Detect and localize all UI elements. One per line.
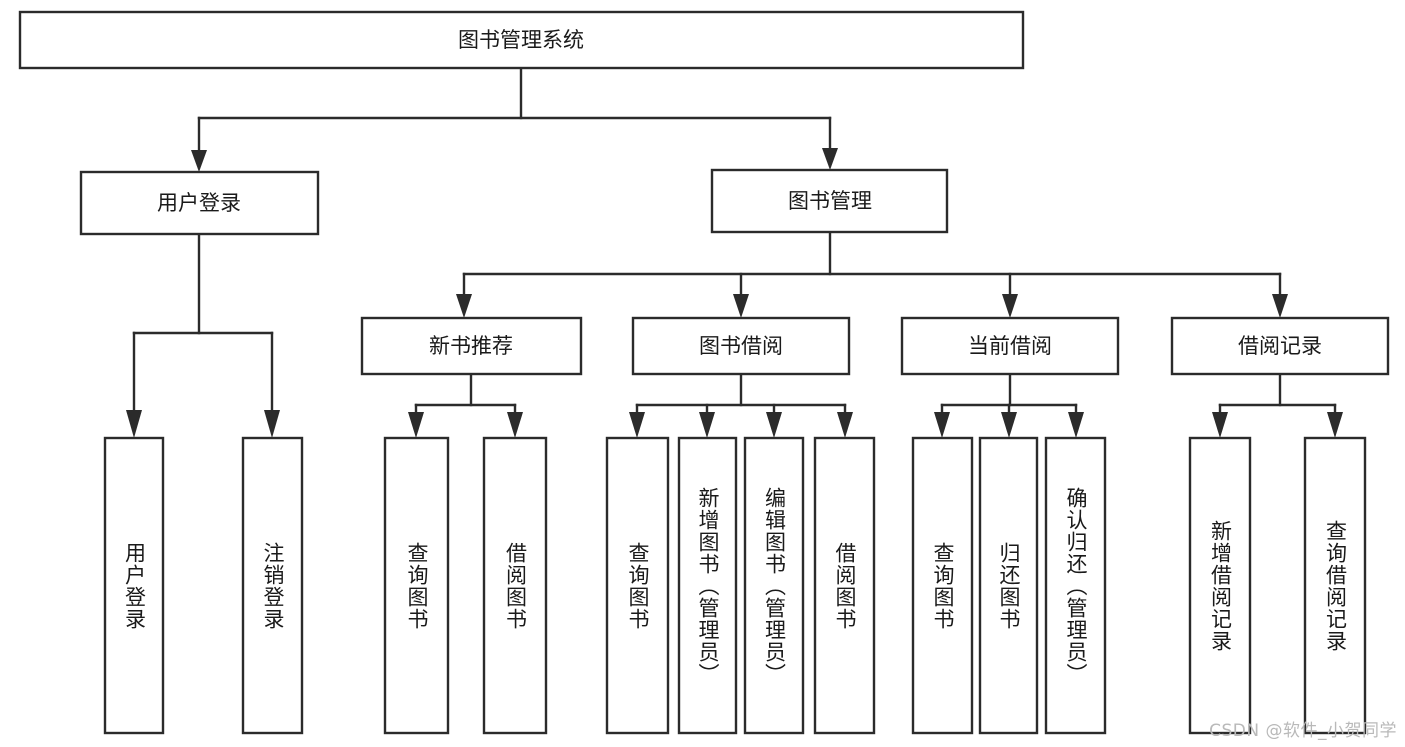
node-leaf-borrow-book-1-box[interactable] [482, 436, 548, 735]
edge-layer [126, 66, 1343, 438]
arrow-head-leaf-edit-book [766, 412, 782, 438]
node-leaf-borrow-book-2-box[interactable] [813, 436, 876, 735]
node-leaf-query-book-2-box[interactable] [605, 436, 670, 735]
arrow-head-leaf-return-book [1001, 412, 1017, 438]
watermark-text: CSDN @软件_小贺同学 [1209, 721, 1397, 741]
arrow-head-leaf-borrow-book-2 [837, 412, 853, 438]
arrow-head-leaf-borrow-book-1 [507, 412, 523, 438]
arrow-head-leaf-query-book-1 [408, 412, 424, 438]
arrow-head-new-book-recommend [456, 294, 472, 318]
arrow-head-leaf-query-book-3 [934, 412, 950, 438]
node-leaf-user-login-box[interactable] [103, 436, 165, 735]
node-user-login-label: 用户登录 [157, 191, 241, 215]
node-current-borrow-box[interactable] [900, 316, 1120, 376]
node-new-book-recommend-box[interactable] [360, 316, 583, 376]
node-root-box[interactable] [18, 10, 1025, 70]
node-leaf-query-record-box[interactable] [1303, 436, 1367, 735]
node-user-login-box[interactable] [79, 170, 320, 236]
arrow-head-leaf-user-login [126, 410, 142, 438]
arrow-head-leaf-add-book [699, 412, 715, 438]
arrow-head-leaf-user-logout [264, 410, 280, 438]
node-borrow-record-label: 借阅记录 [1238, 334, 1322, 358]
node-leaf-user-logout-box[interactable] [241, 436, 304, 735]
arrow-head-borrow-record [1272, 294, 1288, 318]
node-current-borrow-label: 当前借阅 [968, 334, 1052, 358]
node-book-borrow-label: 图书借阅 [699, 334, 783, 358]
arrow-head-current-borrow [1002, 294, 1018, 318]
node-leaf-confirm-return-box[interactable] [1044, 436, 1107, 735]
node-layer: 图书管理系统 用户登录 图书管理 新书推荐 图书借阅 当前借阅 借阅记录 [18, 10, 1390, 735]
node-new-book-recommend-label: 新书推荐 [429, 334, 513, 358]
node-book-borrow-box[interactable] [631, 316, 851, 376]
node-root-label: 图书管理系统 [458, 28, 584, 52]
node-leaf-edit-book-box[interactable] [743, 436, 805, 735]
arrow-head-book-borrow [733, 294, 749, 318]
arrow-head-leaf-add-record [1212, 412, 1228, 438]
arrow-head-user-login [191, 150, 207, 172]
arrow-head-leaf-query-book-2 [629, 412, 645, 438]
node-leaf-query-book-3-box[interactable] [911, 436, 974, 735]
arrow-head-leaf-query-record [1327, 412, 1343, 438]
node-book-manage-box[interactable] [710, 168, 949, 234]
arrow-head-book-manage [822, 148, 838, 170]
node-leaf-query-book-1-box[interactable] [383, 436, 450, 735]
node-book-manage-label: 图书管理 [788, 189, 872, 213]
node-leaf-return-book-box[interactable] [978, 436, 1039, 735]
node-borrow-record-box[interactable] [1170, 316, 1390, 376]
arrow-head-leaf-confirm-return [1068, 412, 1084, 438]
node-leaf-add-book-box[interactable] [677, 436, 738, 735]
node-leaf-add-record-box[interactable] [1188, 436, 1252, 735]
